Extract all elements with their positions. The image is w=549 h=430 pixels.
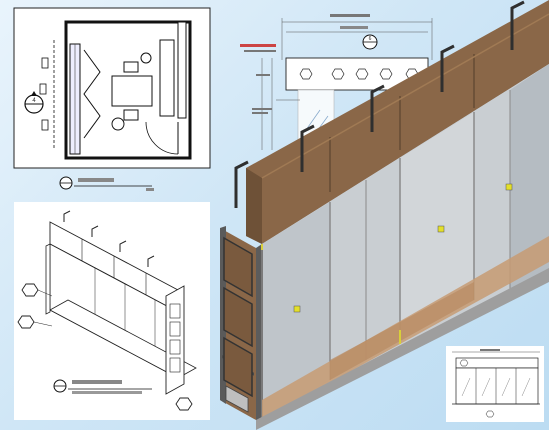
sensor-marker-icon xyxy=(293,183,513,313)
section-marker-icon: 6 xyxy=(362,34,378,50)
hexagon-tag-icon xyxy=(459,359,469,367)
isometric-preview-view xyxy=(14,202,210,420)
wall-system-render xyxy=(220,0,549,430)
end-cabinet-column xyxy=(220,226,262,420)
elevation-tag-text: 6 xyxy=(369,36,372,42)
door-swing-icon xyxy=(145,121,179,155)
support-brackets xyxy=(234,0,525,208)
mini-elevation-view xyxy=(446,346,544,422)
floor-plan-tag-text: 4 xyxy=(32,98,36,104)
hexagon-tag-icon xyxy=(17,283,193,411)
section-marker-icon: 4 xyxy=(24,91,44,114)
plan-title-block xyxy=(59,176,154,191)
hexagon-tag-icon xyxy=(485,410,495,418)
floor-plan-view: 4 xyxy=(13,7,211,169)
